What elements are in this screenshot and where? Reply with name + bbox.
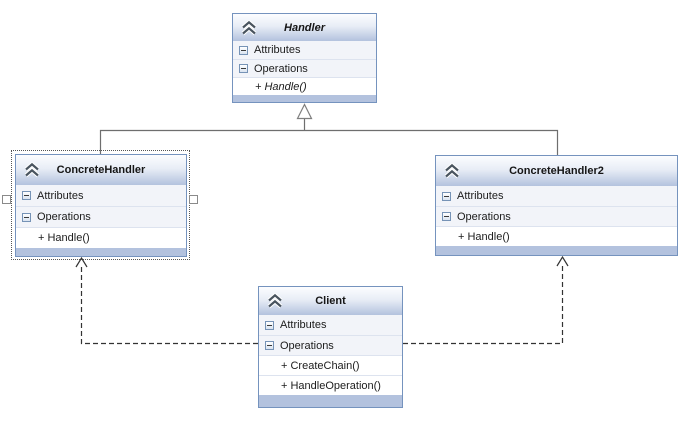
class-header: ConcreteHandler2 — [436, 156, 677, 186]
operations-label: Operations — [457, 210, 511, 223]
class-box-concretehandler[interactable]: ConcreteHandler Attributes Operations + … — [15, 154, 187, 257]
operation-row[interactable]: + Handle() — [233, 77, 376, 95]
class-box-concretehandler2[interactable]: ConcreteHandler2 Attributes Operations +… — [435, 155, 678, 256]
class-title: ConcreteHandler — [56, 164, 146, 176]
operations-section-row[interactable]: Operations — [436, 206, 677, 226]
class-header: ConcreteHandler — [16, 155, 186, 185]
attributes-section-row[interactable]: Attributes — [233, 41, 376, 59]
collapse-minus-icon[interactable] — [239, 45, 248, 55]
open-arrowhead-icon — [556, 255, 569, 267]
class-box-client[interactable]: Client Attributes Operations + CreateCha… — [258, 286, 403, 408]
collapse-minus-icon[interactable] — [265, 341, 274, 350]
class-title: Client — [315, 295, 346, 307]
operation-row[interactable]: + CreateChain() — [259, 355, 402, 375]
collapse-chevron-icon[interactable] — [240, 19, 258, 35]
collapse-minus-icon[interactable] — [265, 320, 274, 330]
collapse-minus-icon[interactable] — [22, 212, 31, 222]
dependency-connector-client-concretehandler2[interactable] — [403, 265, 564, 345]
collapse-chevron-icon[interactable] — [443, 162, 461, 179]
class-header: Client — [259, 287, 402, 315]
attributes-section-row[interactable]: Attributes — [259, 315, 402, 335]
class-footer-strip — [259, 395, 402, 407]
collapse-minus-icon[interactable] — [442, 212, 451, 221]
operation-row[interactable]: + Handle() — [436, 226, 677, 246]
class-header: Handler — [233, 14, 376, 41]
attributes-label: Attributes — [254, 44, 301, 56]
inheritance-connector-line[interactable] — [99, 129, 559, 156]
open-arrowhead-icon — [75, 256, 88, 268]
attributes-section-row[interactable]: Attributes — [436, 186, 677, 206]
resize-handle-left[interactable] — [2, 195, 11, 204]
class-footer-strip — [16, 248, 186, 256]
collapse-minus-icon[interactable] — [22, 191, 31, 200]
class-footer-strip — [233, 95, 376, 102]
operations-label: Operations — [254, 62, 308, 75]
dependency-connector-client-concretehandler[interactable] — [80, 266, 259, 345]
operations-section-row[interactable]: Operations — [16, 206, 186, 227]
selection-outline — [11, 150, 190, 260]
attributes-section-row[interactable]: Attributes — [16, 185, 186, 206]
operations-label: Operations — [37, 211, 91, 223]
operation-row[interactable]: + HandleOperation() — [259, 375, 402, 395]
collapse-minus-icon[interactable] — [239, 64, 248, 73]
class-title: ConcreteHandler2 — [509, 165, 604, 177]
attributes-label: Attributes — [457, 190, 504, 202]
attributes-label: Attributes — [280, 319, 327, 331]
generalization-triangle-icon — [296, 103, 313, 120]
operations-section-row[interactable]: Operations — [233, 59, 376, 77]
resize-handle-right[interactable] — [189, 195, 198, 204]
attributes-label: Attributes — [37, 189, 84, 202]
operation-row[interactable]: + Handle() — [16, 227, 186, 248]
class-title: Handler — [284, 21, 325, 34]
class-box-handler[interactable]: Handler Attributes Operations + Handle() — [232, 13, 377, 103]
collapse-chevron-icon[interactable] — [23, 161, 41, 178]
class-footer-strip — [436, 246, 677, 255]
collapse-minus-icon[interactable] — [442, 191, 451, 201]
operations-label: Operations — [280, 339, 334, 352]
operations-section-row[interactable]: Operations — [259, 335, 402, 355]
collapse-chevron-icon[interactable] — [266, 292, 284, 309]
